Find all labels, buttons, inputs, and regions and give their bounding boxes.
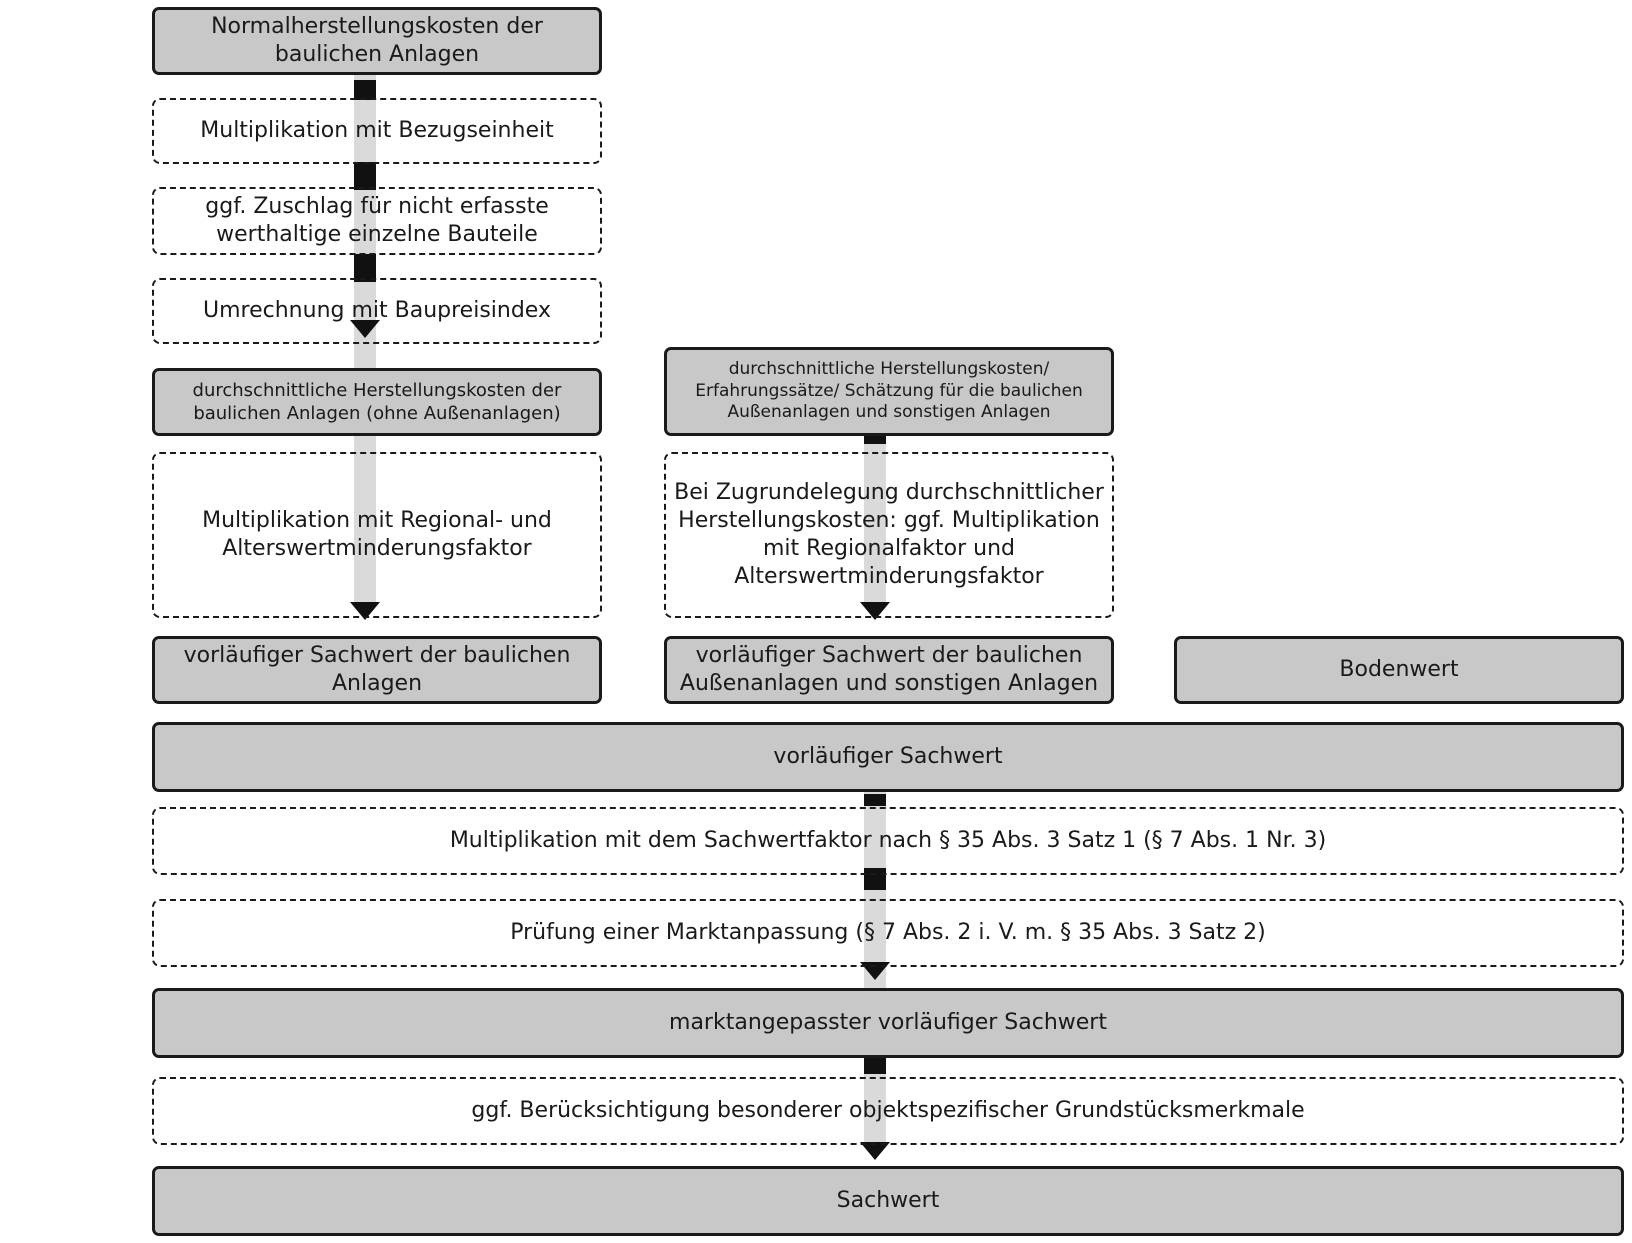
multiplikation-bezugseinheit-box: Multiplikation mit Bezugseinheit xyxy=(152,98,602,164)
umrechnung-baupreisindex-box: Umrechnung mit Baupreisindex xyxy=(152,278,602,344)
multiplikation-regionalfaktor-box: Multiplikation mit Regional- und Altersw… xyxy=(152,452,602,618)
durchschnittliche-hk-aussenanlagen-box: durchschnittliche Herstellungskosten/ Er… xyxy=(664,347,1114,436)
vorlaeufiger-sachwert-box: vorläufiger Sachwert xyxy=(152,722,1624,792)
arrow-left-main xyxy=(350,70,380,620)
vorlaeufiger-sachwert-aussenanlagen-box: vorläufiger Sachwert der baulichen Außen… xyxy=(664,636,1114,704)
durchschnittliche-herstellungskosten-box: durchschnittliche Herstellungskosten der… xyxy=(152,368,602,436)
vorlaeufiger-sachwert-bauliche-anlagen-box: vorläufiger Sachwert der baulichen Anlag… xyxy=(152,636,602,704)
zuschlag-bauteile-box: ggf. Zuschlag für nicht erfasste werthal… xyxy=(152,187,602,255)
normalherstellungskosten-box: Normalherstellungskosten der baulichen A… xyxy=(152,7,602,75)
besondere-grundstuecksmerkmale-box: ggf. Berücksichtigung besonderer objekts… xyxy=(152,1077,1624,1145)
sachwertfaktor-box: Multiplikation mit dem Sachwertfaktor na… xyxy=(152,807,1624,875)
bodenwert-box: Bodenwert xyxy=(1174,636,1624,704)
marktanpassung-box: Prüfung einer Marktanpassung (§ 7 Abs. 2… xyxy=(152,899,1624,967)
marktangepasster-vorlaeufiger-sachwert-box: marktangepasster vorläufiger Sachwert xyxy=(152,988,1624,1058)
zugrundelegung-regionalfaktor-box: Bei Zugrundelegung durchschnittlicher He… xyxy=(664,452,1114,618)
sachwert-box: Sachwert xyxy=(152,1166,1624,1236)
